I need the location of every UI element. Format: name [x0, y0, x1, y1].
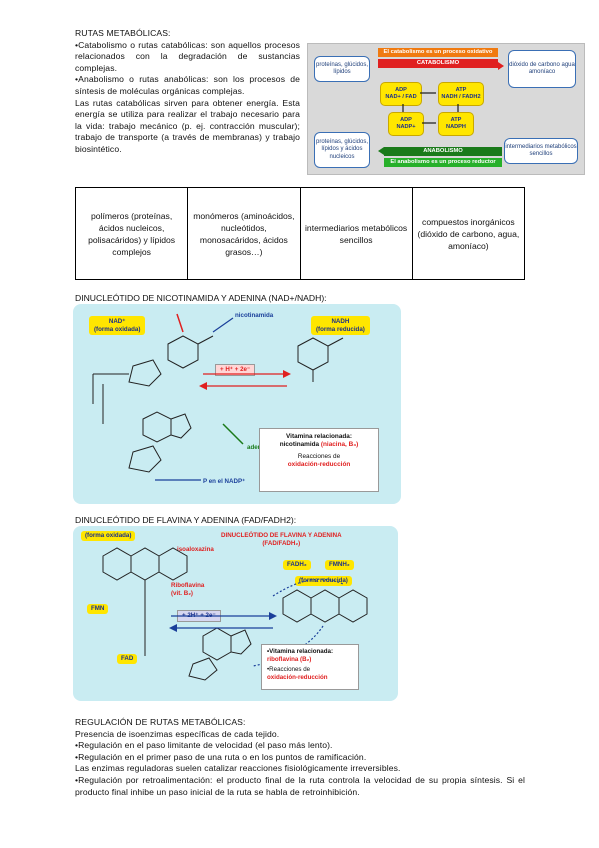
nad-label: NAD⁺ [108, 318, 126, 325]
intro-energia: Las rutas catabólicas sirven para obtene… [75, 97, 300, 154]
nad-form: (forma oxidada) [94, 325, 141, 333]
reductor-banner: El anabolismo es un proceso reductor [384, 158, 502, 167]
fadh2-label: FADH₂ [283, 560, 311, 570]
box-adp-nadp: ADP NADP+ [388, 112, 424, 136]
fad-label: FAD [117, 654, 138, 664]
catabolismo-banner: CATABOLISMO [378, 59, 498, 68]
nad-reaction: + H⁺ + 2e⁻ [215, 364, 256, 376]
box-adp-nad: ADP NAD+ / FAD [380, 82, 422, 106]
fad-figure: (forma oxidada) isoaloxazina Riboflavina… [73, 526, 398, 701]
fad-oxidada: (forma oxidada) [81, 531, 136, 541]
p-nadp-label: P en el NADP⁺ [203, 478, 246, 485]
oxidative-banner: El catabolismo es un proceso oxidativo [378, 48, 498, 57]
adenina-label: adenina [247, 444, 270, 452]
fad-reac: •Reacciones de [267, 666, 311, 673]
nad-vit-title: Vitamina relacionada: [286, 433, 352, 440]
table-cell: intermediarios metabólicos sencillos [299, 187, 413, 280]
box-intermediarios: intermediarios metabólicos sencillos [504, 138, 578, 164]
table-cell: compuestos inorgánicos (dióxido de carbo… [411, 187, 526, 280]
box-dioxido: dióxido de carbono agua amoníaco [508, 50, 576, 88]
metabolism-arrows [378, 62, 504, 155]
reg-l5: •Regulación por retroalimentación: el pr… [75, 774, 525, 797]
y4-b: NADPH [446, 124, 466, 130]
reg-title: REGULACIÓN DE RUTAS METABÓLICAS: [75, 717, 246, 727]
nad-reac-red: oxidación-reducción [287, 461, 351, 468]
y4-a: ATP [450, 117, 462, 123]
fad-reducida: (forma reducida) [295, 576, 352, 586]
fmnh2-label: FMNH₂ [325, 560, 354, 570]
reg-l1: Presencia de isoenzimas específicas de c… [75, 728, 280, 739]
box-atp-nadph: ATP NADPH [438, 112, 474, 136]
table-cell: monómeros (aminoácidos, nucleótidos, mon… [187, 187, 301, 280]
intro-text: RUTAS METABÓLICAS: •Catabolismo o rutas … [75, 28, 300, 156]
nad-structure [92, 313, 344, 481]
nad-reac: Reacciones de [297, 453, 341, 460]
riboflavina-text: Riboflavina [171, 582, 205, 589]
fad-title-2: (FAD/FADH₂) [262, 539, 301, 547]
y2-b: NADH / FADH2 [441, 94, 481, 100]
nad-figure: NAD⁺ (forma oxidada) NADH (forma reducid… [73, 304, 401, 504]
nadh-label-box: NADH (forma reducida) [311, 316, 370, 336]
intro-title: RUTAS METABÓLICAS: [75, 28, 171, 38]
table-row: polímeros (proteínas, ácidos nucleicos, … [74, 187, 526, 280]
reg-l4: Las enzimas reguladoras suelen catalizar… [75, 763, 401, 774]
reg-l2: •Regulación en el paso limitante de velo… [75, 740, 333, 751]
fad-reac-red: oxidación-reducción [267, 674, 328, 681]
y1-b: NAD+ / FAD [385, 94, 417, 100]
fad-title-1: DINUCLEÓTIDO DE FLAVINA Y ADENINA [221, 532, 342, 539]
fad-heading: DINUCLEÓTIDO DE FLAVINA Y ADENINA (FAD/F… [75, 515, 297, 525]
riboflavina-label: Riboflavina (vit. B₂) [171, 582, 204, 597]
fmn-label: FMN [87, 604, 109, 614]
metabolism-diagram: El catabolismo es un proceso oxidativo C… [307, 43, 585, 175]
table-cell: polímeros (proteínas, ácidos nucleicos, … [74, 187, 189, 280]
isoaloxazina-label: isoaloxazina [177, 546, 214, 553]
nad-vitamin-box: Vitamina relacionada: nicotinamida (niac… [259, 428, 379, 492]
vitb2-text: (vit. B₂) [171, 589, 193, 597]
nicotinamida-label: nicotinamida [235, 312, 274, 319]
box-atp-nadh: ATP NADH / FADH2 [438, 82, 484, 106]
box-proteinas-top: proteínas, glúcidos, lípidos [314, 56, 370, 82]
y1-a: ADP [395, 87, 407, 93]
y2-a: ATP [455, 87, 467, 93]
nad-vit-extra: (niacina, B₃) [320, 441, 359, 448]
nadh-form: (forma reducida) [316, 325, 365, 333]
nad-label-box: NAD⁺ (forma oxidada) [89, 316, 146, 336]
y3-b: NADP+ [396, 124, 416, 130]
regulation-text: REGULACIÓN DE RUTAS METABÓLICAS: Presenc… [75, 717, 525, 798]
y3-a: ADP [400, 117, 412, 123]
intro-anabolismo: •Anabolismo o rutas anabólicas: son los … [75, 74, 300, 96]
nadh-label: NADH [331, 318, 350, 325]
fad-vit-title: •Vitamina relacionada: [267, 648, 334, 655]
fad-vit-name: riboflavina (B₂) [267, 656, 312, 663]
anabolismo-banner: ANABOLISMO [384, 147, 502, 156]
nad-heading: DINUCLEÓTIDO DE NICOTINAMIDA Y ADENINA (… [75, 293, 327, 303]
reg-l3: •Regulación en el primer paso de una rut… [75, 751, 367, 762]
fad-title: DINUCLEÓTIDO DE FLAVINA Y ADENINA (FAD/F… [221, 532, 342, 547]
nad-vit-name: nicotinamida [279, 441, 320, 448]
fad-vitamin-box: •Vitamina relacionada: riboflavina (B₂) … [261, 644, 359, 690]
intro-catabolismo: •Catabolismo o rutas catabólicas: son aq… [75, 39, 300, 73]
polymer-table: polímeros (proteínas, ácidos nucleicos, … [74, 187, 526, 280]
box-proteinas-bottom: proteínas, glúcidos, lípidos y ácidos nu… [314, 132, 370, 168]
